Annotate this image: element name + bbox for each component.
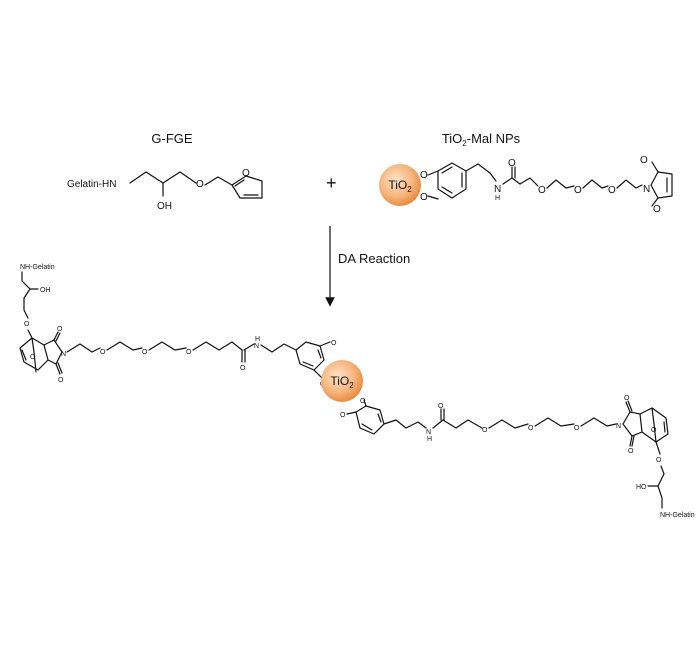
peg-o-3-top: O [608,185,616,196]
furan-o: O [242,168,250,179]
left-imide-o-2: O [58,377,64,384]
right-peg-o-2: O [528,425,534,432]
left-peg-o-3: O [186,349,192,356]
right-imide-n: N [616,423,621,430]
g-fge-oh-label: OH [157,201,172,212]
left-amide-n: N [254,343,259,350]
right-bridge-o: O [651,427,657,434]
left-peg-o-1: O [100,349,106,356]
right-amide-h: H [427,436,432,443]
left-oh: OH [40,287,51,294]
product-left-arm: NH-Gelatin OH O O O O N O O O O N H [19,264,337,388]
gelatin-hn-label: Gelatin-HN [67,179,116,190]
tio2-particle-top [379,164,421,206]
product-right-arm: O O N H O O O O N O O O O HO [340,395,695,519]
tio2-particle-product [321,360,363,402]
maleimide-n-top: N [643,184,650,195]
tio2-particle-product-label: TiO2 [330,374,354,390]
g-fge-ether-o: O [196,179,204,190]
tio2-particle-top-label: TiO2 [388,178,412,194]
peg-o-1-top: O [538,185,546,196]
right-nh-gelatin: NH-Gelatin [660,512,695,519]
amide-o-top: O [508,158,516,169]
left-imide-n: N [61,351,66,358]
right-imide-o-1: O [624,395,630,402]
left-amide-o: O [240,365,246,372]
left-peg-o-2: O [142,349,148,356]
peg-o-2-top: O [574,185,582,196]
maleimide-o-2: O [653,204,661,215]
amide-h-top: H [495,195,500,202]
left-bridge-o: O [30,354,36,361]
left-imide-o-1: O [57,326,63,333]
tio2-mal-molecule: TiO2-Mal NPs TiO2 O O N H O O O O N O O [379,131,673,215]
amide-n-top: N [494,184,501,195]
right-peg-o-3: O [574,425,580,432]
catechol-o-2: O [420,192,428,203]
plus-sign: + [326,173,337,193]
right-amide-o: O [438,403,444,410]
right-amide-n: N [426,429,431,436]
catechol-o-1: O [420,170,428,181]
right-ether-o: O [656,457,662,464]
da-reaction-label: DA Reaction [338,251,410,266]
maleimide-o-1: O [640,155,648,166]
tio2-mal-title: TiO2-Mal NPs [442,131,521,148]
furan-ring: O [231,168,263,199]
right-peg-o-1: O [482,427,488,434]
right-catechol-o-2: O [360,398,366,405]
g-fge-molecule: G-FGE Gelatin-HN OH O O [67,131,263,212]
left-nh-gelatin: NH-Gelatin [20,264,55,271]
right-imide-o-2: O [628,448,634,455]
left-ether-o: O [24,321,30,328]
left-catechol-o-1: O [331,340,337,347]
right-catechol-o-1: O [340,412,346,419]
g-fge-title: G-FGE [151,131,192,146]
left-amide-h: H [255,336,260,343]
right-ho: HO [636,484,647,491]
